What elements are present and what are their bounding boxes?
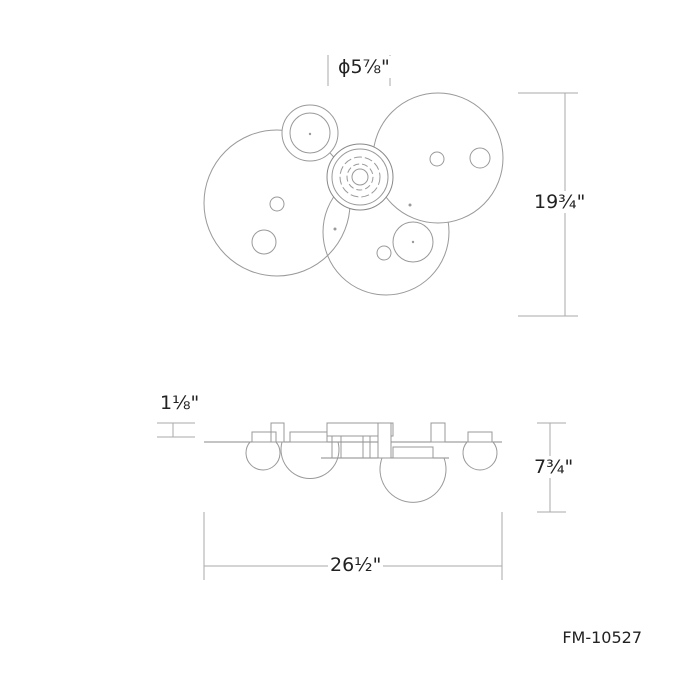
- canopy-ring: [331, 148, 389, 206]
- socket: [251, 229, 277, 255]
- disc-top-right: [372, 92, 504, 224]
- small-disc: [289, 112, 331, 154]
- canopy-depth-label: 1⅛": [158, 392, 202, 414]
- top-view: [203, 92, 504, 296]
- side-view: [204, 422, 502, 503]
- socket: [469, 147, 491, 169]
- socket: [376, 245, 392, 261]
- height-top-view-label: 19¾": [532, 191, 588, 213]
- dimension-lines: [157, 55, 578, 580]
- overall-width-label: 26½": [328, 554, 384, 576]
- canopy-diameter-label: ϕ5⅞": [336, 56, 392, 78]
- model-number: FM-10527: [562, 628, 642, 647]
- canopy-outer: [326, 143, 394, 211]
- canopy-slots: [339, 156, 381, 198]
- socket: [429, 151, 445, 167]
- canopy-center: [351, 168, 369, 186]
- canopy-slots-inner: [346, 163, 374, 191]
- socket: [269, 196, 285, 212]
- overall-height-label: 7¾": [532, 456, 576, 478]
